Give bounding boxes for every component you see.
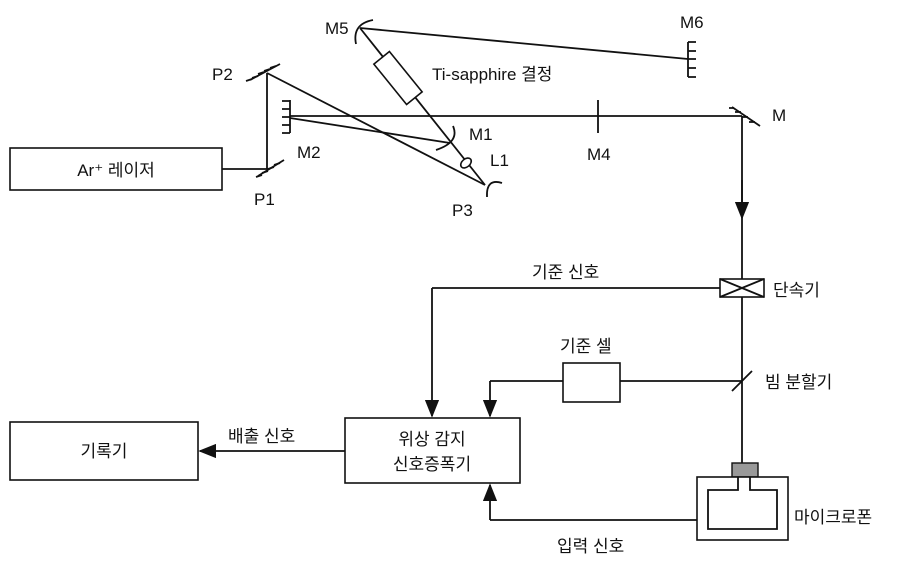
label-p1: P1 (254, 190, 275, 209)
amplifier-label-2: 신호증폭기 (393, 455, 471, 474)
recorder: 기록기 (9, 421, 199, 481)
ar-laser: Ar⁺ 레이저 (9, 147, 223, 191)
recorder-label: 기록기 (81, 442, 128, 461)
label-p2: P2 (212, 65, 233, 84)
label-m1: M1 (469, 125, 493, 144)
mirror-p2 (245, 63, 281, 82)
ti-sapphire-crystal (372, 50, 424, 106)
label-p3: P3 (452, 201, 473, 220)
label-microphone: 마이크로폰 (794, 508, 872, 527)
amplifier-label-1: 위상 감지 (398, 430, 465, 449)
label-m5: M5 (325, 19, 349, 38)
microphone (696, 462, 789, 541)
label-beam-splitter: 빔 분할기 (765, 373, 832, 392)
label-crystal: Ti-sapphire 결정 (432, 65, 552, 84)
laser-label: Ar⁺ 레이저 (77, 161, 155, 180)
lens-l1 (459, 157, 473, 169)
label-chopper: 단속기 (773, 281, 820, 300)
mirror-m2 (282, 100, 291, 134)
mirror-p1 (255, 159, 285, 178)
reference-cell (562, 362, 621, 403)
label-reference-signal: 기준 신호 (532, 263, 599, 282)
mirror-m6 (687, 41, 696, 78)
mirror-m5 (354, 19, 374, 45)
label-input-signal: 입력 신호 (557, 537, 624, 556)
mirror-m (729, 106, 761, 127)
label-m6: M6 (680, 13, 704, 32)
mirror-p3 (486, 181, 503, 198)
mirror-m1 (435, 125, 456, 151)
label-m2: M2 (297, 143, 321, 162)
chopper (719, 278, 765, 298)
label-m4: M4 (587, 145, 611, 164)
label-output-signal: 배출 신호 (228, 427, 295, 446)
beam-paths (222, 27, 750, 463)
lock-in-amplifier: 위상 감지 신호증폭기 (344, 417, 521, 484)
label-l1: L1 (490, 151, 509, 170)
label-reference-cell: 기준 셀 (560, 337, 612, 356)
label-m: M (772, 106, 786, 125)
